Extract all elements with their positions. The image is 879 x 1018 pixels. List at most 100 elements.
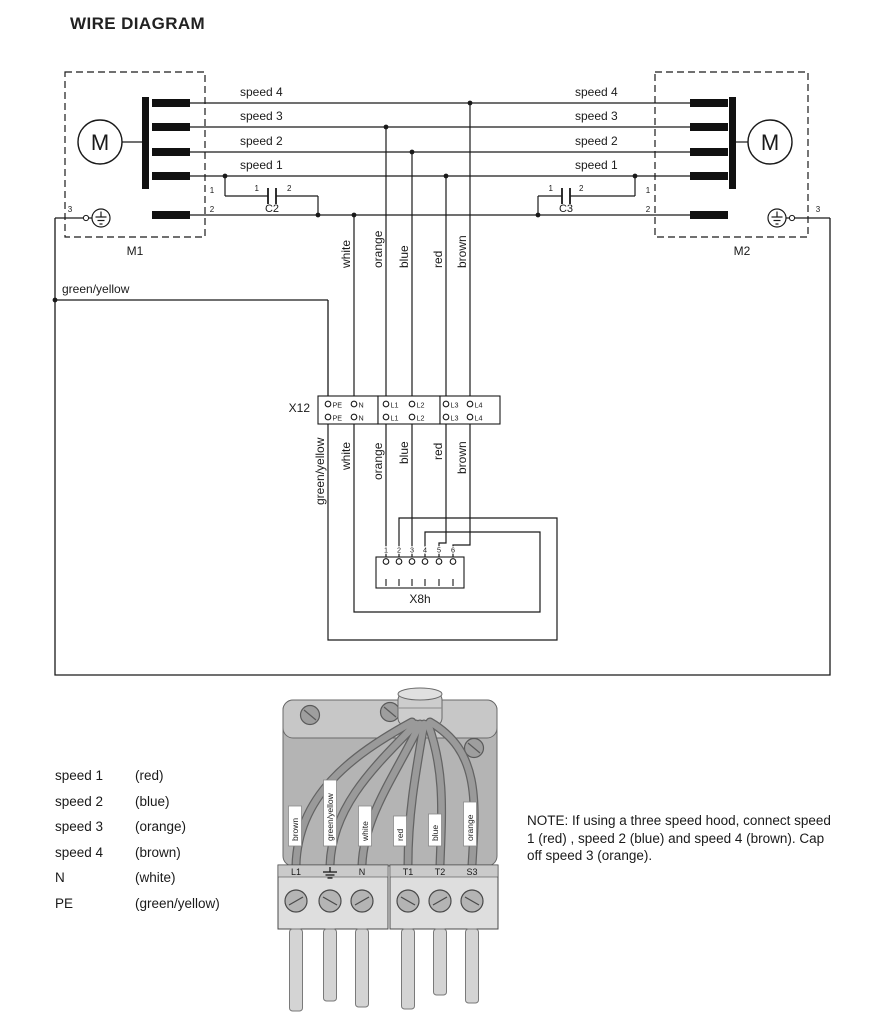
page-title: WIRE DIAGRAM — [70, 14, 206, 33]
x12-bottom-n: N — [359, 414, 364, 423]
speed2-label-right: speed 2 — [575, 134, 618, 148]
terminal-l1: L1 — [291, 867, 301, 877]
speed4-label-right: speed 4 — [575, 85, 618, 99]
motor-m2-symbol: M — [761, 130, 779, 155]
tag-orange: orange — [465, 814, 475, 841]
legend-row: PE (green/yellow) — [55, 891, 220, 917]
wire-label-brown-below: brown — [455, 441, 469, 474]
wire-tags — [288, 779, 477, 847]
wire-label-red-top: red — [431, 251, 445, 268]
motor-m2-pin1: 1 — [646, 186, 651, 195]
wire-label-brown-top: brown — [455, 235, 469, 268]
terminal-s3: S3 — [466, 867, 477, 877]
x8h-pin-3: 3 — [410, 546, 414, 555]
tag-blue: blue — [430, 825, 440, 841]
tag-white: white — [360, 821, 370, 842]
x12-label: X12 — [289, 401, 311, 415]
wire-ends — [289, 928, 479, 1012]
legend-color-value: (white) — [135, 870, 176, 885]
c3-label: C3 — [559, 203, 573, 215]
motor-m1-ground-pin: 3 — [68, 205, 73, 214]
c2-terminal2: 2 — [287, 184, 292, 193]
legend-color-value: (green/yellow) — [135, 895, 220, 911]
wire-label-orange-top: orange — [371, 230, 385, 268]
terminal-n: N — [359, 867, 366, 877]
x12-bottom-pe: PE — [333, 414, 343, 423]
speed1-label-left: speed 1 — [240, 158, 283, 172]
screw-icon — [299, 701, 485, 759]
c2-label: C2 — [265, 203, 279, 215]
motor-m2 — [654, 71, 830, 238]
x12-bottom-l4: L4 — [475, 414, 483, 423]
legend-speed-label: speed 3 — [55, 819, 104, 834]
x12-bottom-l1: L1 — [391, 414, 399, 423]
legend-row: speed 1 (red) — [55, 763, 220, 789]
pe-ground-loop — [52, 218, 831, 676]
wire-label-greenyellow-below: green/yellow — [313, 437, 327, 505]
legend-speed-label: speed 2 — [55, 793, 104, 809]
motor-m1-label: M1 — [127, 244, 144, 258]
tap-wires — [351, 100, 473, 401]
motor-m2-label: M2 — [734, 244, 751, 258]
motor-m1-symbol: M — [91, 130, 109, 155]
wire-label-white-top: white — [339, 240, 353, 269]
speed3-label-left: speed 3 — [240, 109, 283, 123]
capacitor-c2 — [222, 173, 321, 218]
speed3-label-right: speed 3 — [575, 109, 618, 123]
earth-ground-icon — [767, 208, 787, 228]
speed-lines — [190, 102, 690, 216]
speed4-label-left: speed 4 — [240, 85, 283, 99]
legend-row: speed 2 (blue) — [55, 789, 220, 815]
legend-speed-label: speed 1 — [55, 768, 104, 783]
x12-to-x8h-wires — [327, 424, 558, 641]
terminal-screw-icon — [284, 889, 484, 913]
tag-red: red — [395, 828, 405, 841]
x8h-pin-2: 2 — [397, 546, 401, 555]
x12-bottom-l3: L3 — [451, 414, 459, 423]
c2-terminal1: 1 — [255, 184, 260, 193]
earth-ground-icon — [323, 867, 337, 879]
wire-color-legend: speed 1 (red) speed 2 (blue) speed 3 (orang… — [55, 763, 220, 916]
green-yellow-wire-label: green/yellow — [62, 282, 130, 296]
wire-label-white-below: white — [339, 442, 353, 471]
motor-m2-ground-pin: 3 — [816, 205, 821, 214]
legend-color-value: (red) — [135, 768, 164, 783]
speed2-label-left: speed 2 — [240, 134, 283, 148]
motor-m2-pin2: 2 — [646, 205, 651, 214]
x12-top-n: N — [359, 401, 364, 410]
capacitor-c3 — [535, 173, 638, 218]
schematic-svg: green/yellow M M1 3 1 2 — [52, 71, 831, 676]
cable-gland — [397, 687, 443, 727]
connector-photo-svg: brown green/yellow white red blue orange… — [277, 687, 499, 1012]
x12-terminal-block — [317, 395, 501, 425]
legend-row: N (white) — [55, 865, 220, 891]
x8h-pin-6: 6 — [451, 546, 455, 555]
c3-terminal1: 1 — [549, 184, 554, 193]
legend-color-value: (orange) — [135, 819, 187, 834]
wire-label-red-below: red — [431, 443, 445, 460]
terminal-t2: T2 — [435, 867, 446, 877]
speed1-label-right: speed 1 — [575, 158, 618, 172]
tag-brown: brown — [290, 818, 300, 841]
motor-m1 — [55, 71, 206, 238]
legend-speed-label: PE — [55, 895, 74, 911]
x8h-label: X8h — [409, 592, 430, 606]
motor-m1-pin1: 1 — [210, 186, 215, 195]
wire-label-blue-top: blue — [397, 245, 411, 268]
terminal-t1: T1 — [403, 867, 414, 877]
legend-row: speed 3 (orange) — [55, 814, 220, 840]
x12-bottom-l2: L2 — [417, 414, 425, 423]
x8h-pin-4: 4 — [423, 546, 427, 555]
note-text: NOTE: If using a three speed hood, conne… — [527, 813, 831, 863]
legend-speed-label: N — [55, 870, 65, 885]
x12-top-l4: L4 — [475, 401, 483, 410]
x8h-connector — [375, 556, 465, 589]
legend-color-value: (blue) — [135, 793, 170, 809]
legend-color-value: (brown) — [135, 844, 181, 860]
x12-top-l2: L2 — [417, 401, 425, 410]
terminal-blocks — [277, 864, 499, 930]
wire-label-orange-below: orange — [371, 442, 385, 480]
wire-label-blue-below: blue — [397, 441, 411, 464]
c3-terminal2: 2 — [579, 184, 584, 193]
